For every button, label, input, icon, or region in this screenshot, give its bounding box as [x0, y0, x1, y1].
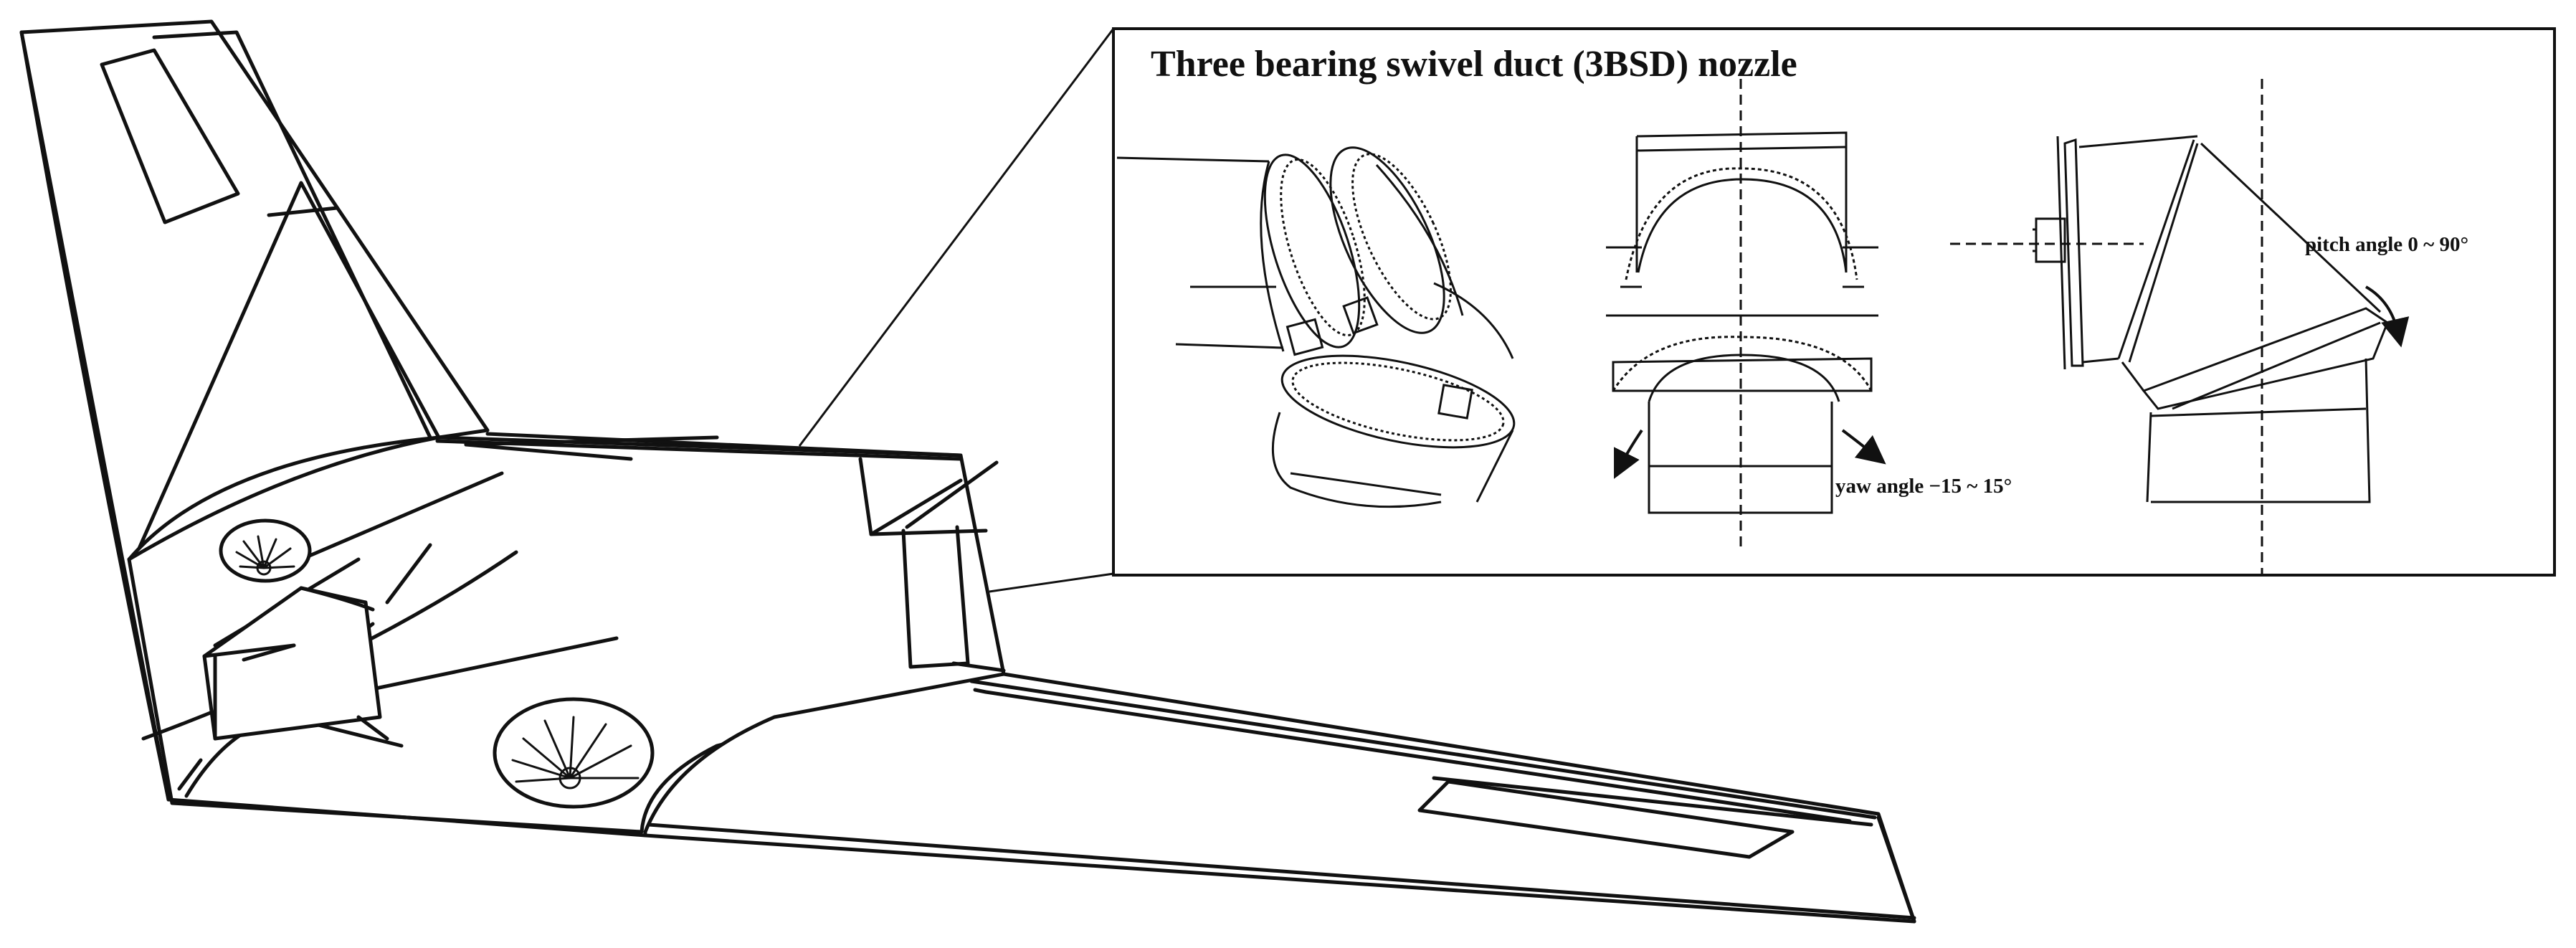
inset-title: Three bearing swivel duct (3BSD) nozzle: [1151, 44, 1797, 85]
intake-opening: [202, 586, 389, 741]
right-wing: [643, 672, 1916, 924]
fan-inlet-icon: [511, 716, 640, 790]
aircraft-body: [19, 19, 1916, 924]
nozzle-side-view: [1950, 79, 2410, 574]
fan-inlet-icon: [235, 535, 295, 576]
rudder-panel: [100, 48, 240, 224]
nozzle-inset: Three bearing swivel duct (3BSD) nozzle: [1112, 27, 2556, 577]
curved-arrow-icon: [1841, 429, 1886, 465]
pitch-angle-label: pitch angle 0 ~ 90°: [2305, 233, 2468, 256]
upper-fan-inlet: [219, 518, 312, 583]
curved-arrow-icon: [2365, 285, 2410, 348]
yaw-angle-label: yaw angle −15 ~ 15°: [1835, 475, 2012, 498]
zoom-connector: [798, 28, 1115, 593]
aileron-panel: [1417, 779, 1795, 859]
lower-fan-inlet: [493, 697, 655, 809]
nozzle-isometric-view: [1116, 146, 1516, 508]
inset-frame: [1112, 27, 2556, 577]
nozzle-front-view: [1606, 79, 1886, 552]
curved-arrow-icon: [1614, 429, 1643, 479]
